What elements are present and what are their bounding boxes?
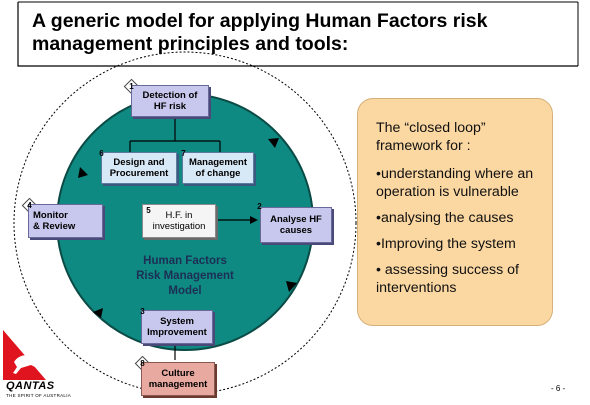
node-6-line-1: Design and (113, 157, 165, 168)
step-badge-6: 6 (96, 148, 107, 159)
step-badge-3: 3 (137, 306, 148, 317)
node-4-line-2: & Review (33, 221, 76, 232)
page-number: - 6 - (551, 384, 566, 393)
node-3-line-1: System (160, 316, 194, 327)
panel-intro: The “closed loop” framework for : (376, 120, 486, 154)
loop-arrowhead-top (268, 138, 279, 148)
node-7-line-1: Management (188, 157, 248, 168)
node-6-line-2: Procurement (109, 168, 169, 179)
arrowhead-5-to-2 (250, 216, 258, 224)
node-5-line-1: H.F. in (165, 210, 193, 221)
loop-arrowhead-right (286, 281, 297, 292)
node-3-line-2: Improvement (147, 327, 207, 338)
panel-item: • assessing success of interventions (376, 262, 519, 296)
node-8-line-1: Culture (161, 368, 195, 379)
loop-arrowhead-left (78, 167, 88, 178)
step-badge-1: 1 (126, 81, 137, 92)
center-label-line-2: Risk Management (136, 270, 234, 282)
closed-loop-panel: The “closed loop” framework for : •under… (357, 98, 553, 326)
step-badge-4: 4 (24, 200, 35, 211)
panel-item: •understanding where an operation is vul… (376, 166, 534, 200)
node-7-line-2: of change (195, 168, 241, 179)
node-8-line-2: management (148, 379, 208, 390)
node-2-line-1: Analyse HF (270, 214, 322, 225)
panel-item: •analysing the causes (376, 210, 514, 226)
qantas-tagline: THE SPIRIT OF AUSTRALIA (6, 393, 72, 398)
center-label-line-3: Model (168, 285, 202, 297)
node-monitor-and-review: Monitor& Review (28, 204, 103, 238)
node-1-line-1: Detection of (142, 90, 198, 101)
kangaroo-logo-icon (3, 330, 46, 380)
slide-title: A generic model for applying Human Facto… (32, 10, 488, 55)
node-4-line-1: Monitor (33, 210, 68, 221)
step-badge-5: 5 (143, 205, 154, 216)
center-label-line-1: Human Factors (143, 255, 227, 267)
loop-arrowhead-bottom (93, 308, 103, 318)
step-badge-7: 7 (178, 148, 189, 159)
node-1-line-2: HF risk (153, 101, 187, 112)
qantas-wordmark: QANTAS (6, 380, 55, 392)
model-center-label: Human Factors Risk Management Model (133, 254, 237, 299)
step-badge-2: 2 (254, 201, 265, 212)
panel-item: •Improving the system (376, 236, 516, 252)
step-badge-8: 8 (137, 358, 148, 369)
node-5-line-2: investigation (152, 221, 206, 232)
node-2-line-2: causes (279, 225, 313, 236)
